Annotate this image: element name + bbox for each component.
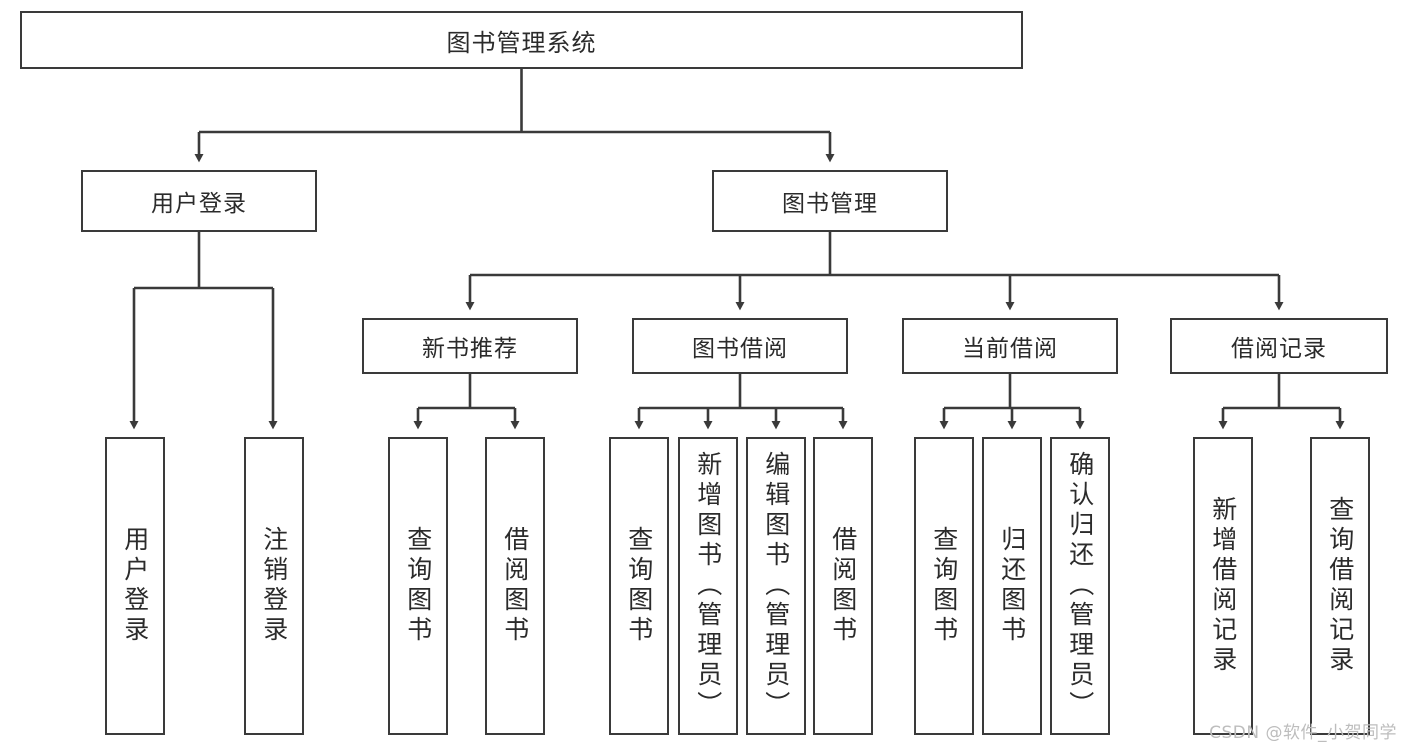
- node-label: 新增借阅记录: [1208, 496, 1238, 676]
- node-book-management[interactable]: 图书管理: [712, 170, 948, 232]
- node-label: 图书管理系统: [446, 28, 597, 57]
- node-borrow-record[interactable]: 借阅记录: [1170, 318, 1388, 374]
- node-label: 新增图书（管理员）: [693, 451, 723, 721]
- node-label: 确认归还（管理员）: [1065, 451, 1095, 721]
- leaf-confirm-return-admin[interactable]: 确认归还（管理员）: [1050, 437, 1110, 735]
- node-label: 查询借阅记录: [1325, 496, 1355, 676]
- leaf-query-book-recommend[interactable]: 查询图书: [388, 437, 448, 735]
- node-book-borrow[interactable]: 图书借阅: [632, 318, 848, 374]
- node-label: 图书管理: [782, 191, 878, 217]
- leaf-return-book[interactable]: 归还图书: [982, 437, 1042, 735]
- node-label: 查询图书: [929, 526, 959, 646]
- node-label: 图书借阅: [692, 336, 788, 362]
- node-label: 注销登录: [259, 526, 289, 646]
- node-new-book-recommend[interactable]: 新书推荐: [362, 318, 578, 374]
- node-label: 用户登录: [120, 526, 150, 646]
- leaf-add-book-admin[interactable]: 新增图书（管理员）: [678, 437, 738, 735]
- leaf-query-book-borrow[interactable]: 查询图书: [609, 437, 669, 735]
- node-label: 借阅图书: [828, 526, 858, 646]
- leaf-borrow-book-recommend[interactable]: 借阅图书: [485, 437, 545, 735]
- node-label: 借阅记录: [1231, 336, 1327, 362]
- node-label: 用户登录: [151, 191, 247, 217]
- leaf-query-borrow-record[interactable]: 查询借阅记录: [1310, 437, 1370, 735]
- leaf-logout[interactable]: 注销登录: [244, 437, 304, 735]
- leaf-add-borrow-record[interactable]: 新增借阅记录: [1193, 437, 1253, 735]
- node-user-login[interactable]: 用户登录: [81, 170, 317, 232]
- watermark-text: CSDN @软件_小贺同学: [1209, 723, 1397, 743]
- leaf-edit-book-admin[interactable]: 编辑图书（管理员）: [746, 437, 806, 735]
- node-label: 查询图书: [624, 526, 654, 646]
- node-label: 编辑图书（管理员）: [761, 451, 791, 721]
- leaf-borrow-book[interactable]: 借阅图书: [813, 437, 873, 735]
- node-root-system[interactable]: 图书管理系统: [20, 11, 1023, 69]
- node-label: 当前借阅: [962, 336, 1058, 362]
- leaf-user-login[interactable]: 用户登录: [105, 437, 165, 735]
- node-label: 借阅图书: [500, 526, 530, 646]
- node-label: 归还图书: [997, 526, 1027, 646]
- node-current-borrow[interactable]: 当前借阅: [902, 318, 1118, 374]
- node-label: 新书推荐: [422, 336, 518, 362]
- node-label: 查询图书: [403, 526, 433, 646]
- leaf-query-book-current[interactable]: 查询图书: [914, 437, 974, 735]
